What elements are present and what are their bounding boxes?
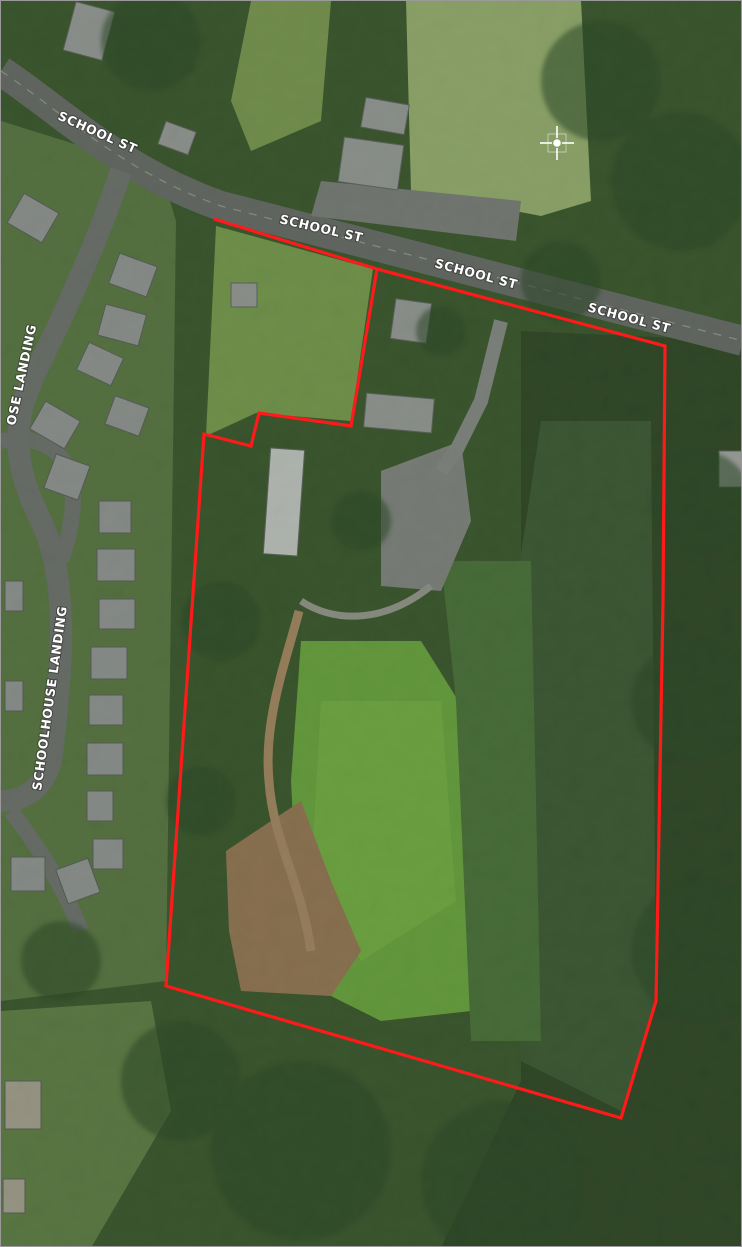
crosshair-move-icon[interactable] [540,126,574,160]
property-boundary[interactable] [164,217,667,1120]
